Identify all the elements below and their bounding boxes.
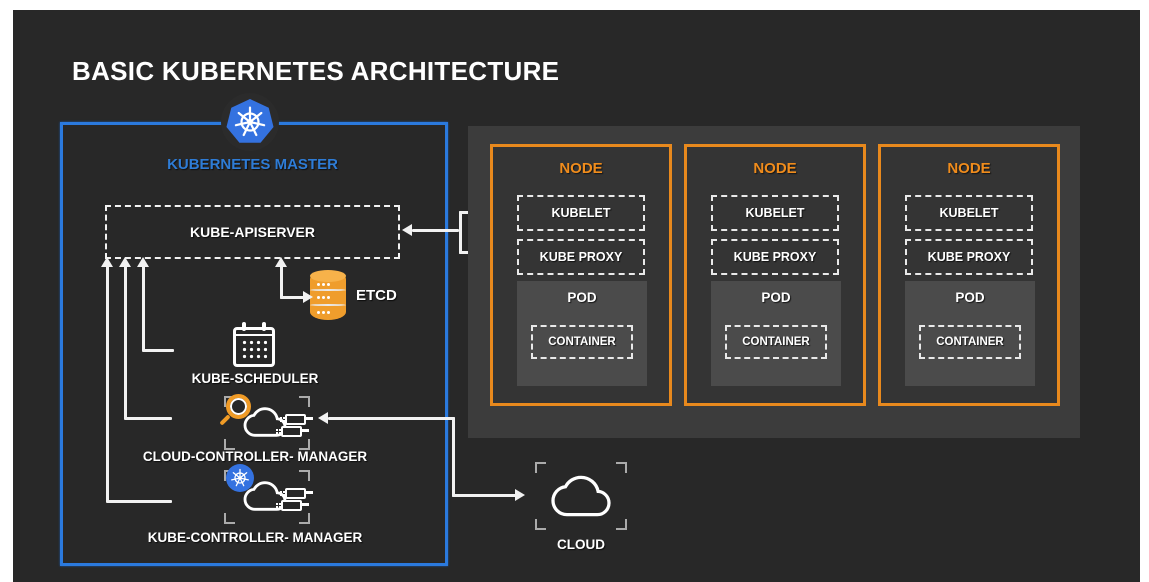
kube-proxy-label: KUBE PROXY [927, 250, 1011, 264]
kubernetes-logo [221, 93, 279, 151]
kubernetes-master-label: KUBERNETES MASTER [167, 156, 338, 173]
kube-proxy-label: KUBE PROXY [539, 250, 623, 264]
kubelet-label: KUBELET [551, 206, 611, 220]
kube-apiserver-box: KUBE-APISERVER [105, 205, 400, 259]
cloud-label: CLOUD [557, 537, 605, 552]
kube-proxy-label: KUBE PROXY [733, 250, 817, 264]
node-box-1: NODE KUBELET KUBE PROXY POD CONTAINER [490, 144, 672, 406]
node-label: NODE [753, 160, 797, 177]
pod-label: POD [567, 290, 597, 305]
kube-scheduler-label: KUBE-SCHEDULER [191, 371, 319, 386]
kubelet-box: KUBELET [711, 195, 839, 231]
kube-proxy-box: KUBE PROXY [711, 239, 839, 275]
node-box-2: NODE KUBELET KUBE PROXY POD CONTAINER [684, 144, 866, 406]
container-label: CONTAINER [548, 336, 616, 348]
node-label: NODE [947, 160, 991, 177]
cloud-controller-manager-label: CLOUD-CONTROLLER- MANAGER [142, 449, 368, 464]
kube-apiserver-label: KUBE-APISERVER [190, 224, 315, 240]
magnifier-icon [226, 394, 251, 419]
container-box: CONTAINER [531, 325, 633, 359]
container-label: CONTAINER [742, 336, 810, 348]
pod-label: POD [955, 290, 985, 305]
diagram-title: BASIC KUBERNETES ARCHITECTURE [72, 56, 560, 86]
cloud-plug-magnifier-icon [224, 394, 313, 450]
container-label: CONTAINER [936, 336, 1004, 348]
kubelet-box: KUBELET [517, 195, 645, 231]
cloud-plug-kubernetes-icon [224, 464, 313, 524]
node-box-3: NODE KUBELET KUBE PROXY POD CONTAINER [878, 144, 1060, 406]
pod-label: POD [761, 290, 791, 305]
cloud-outline-icon [535, 462, 627, 530]
kube-controller-manager-label: KUBE-CONTROLLER- MANAGER [147, 530, 363, 545]
calendar-icon [233, 322, 275, 367]
container-box: CONTAINER [725, 325, 827, 359]
pod-box: POD CONTAINER [517, 281, 647, 386]
kubernetes-wheel-icon [226, 99, 274, 143]
kubelet-label: KUBELET [745, 206, 805, 220]
kube-proxy-box: KUBE PROXY [905, 239, 1033, 275]
container-box: CONTAINER [919, 325, 1021, 359]
kubelet-label: KUBELET [939, 206, 999, 220]
database-cylinder-icon [310, 270, 346, 320]
pod-box: POD CONTAINER [905, 281, 1035, 386]
kubelet-box: KUBELET [905, 195, 1033, 231]
kubernetes-mini-wheel-icon [226, 464, 254, 492]
kube-proxy-box: KUBE PROXY [517, 239, 645, 275]
etcd-label: ETCD [356, 287, 397, 304]
node-label: NODE [559, 160, 603, 177]
pod-box: POD CONTAINER [711, 281, 841, 386]
